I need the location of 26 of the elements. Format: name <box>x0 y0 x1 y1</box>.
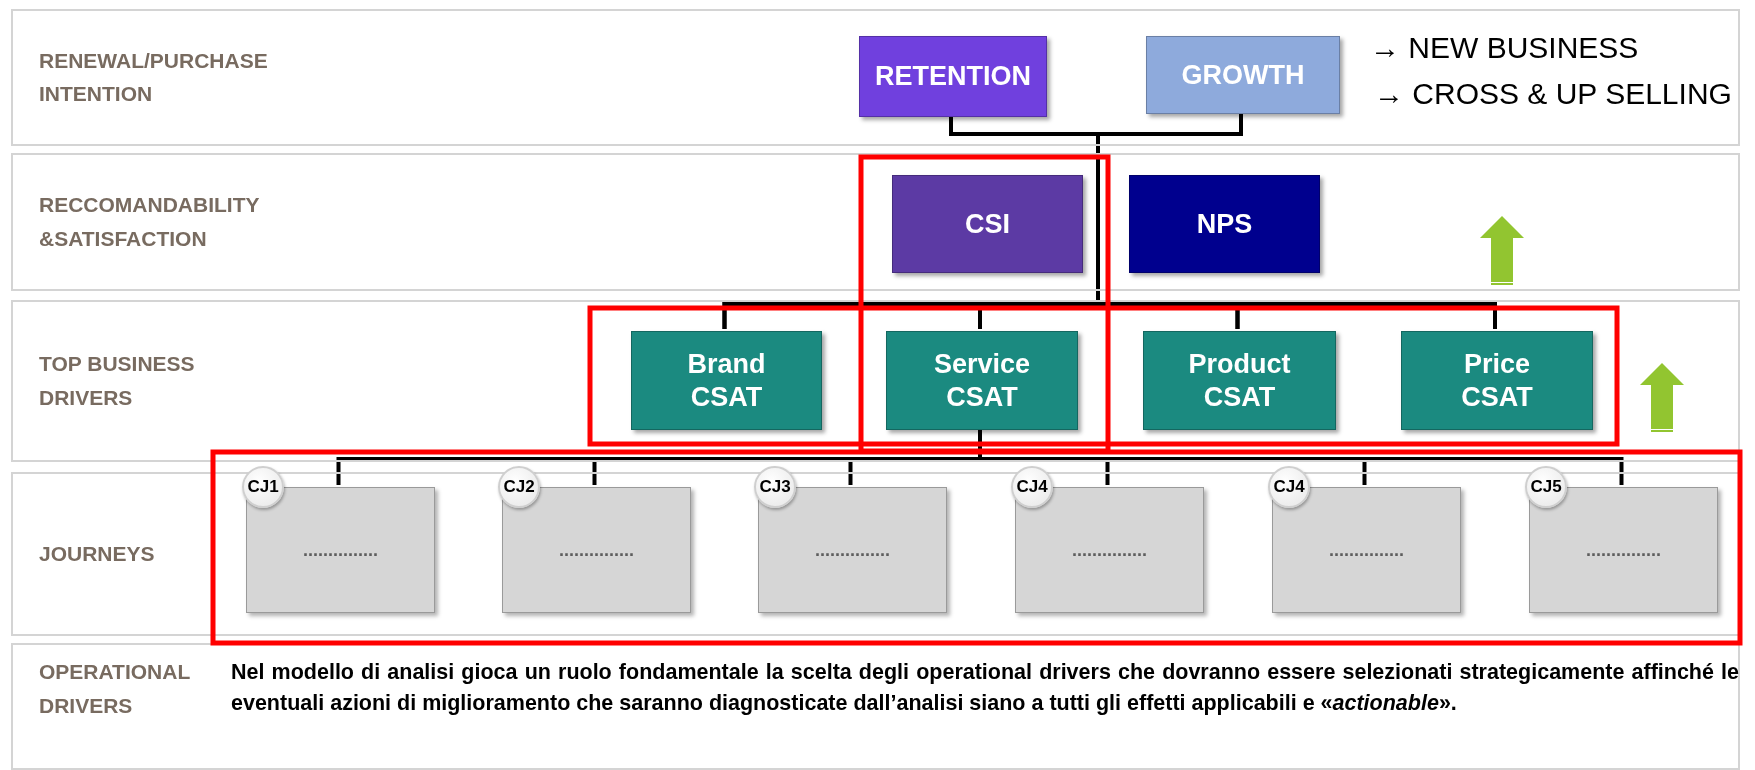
row-band <box>11 9 1740 146</box>
metric-box: CSI <box>892 175 1083 273</box>
description-text: Nel modello di analisi gioca un ruolo fondamentale la scelta degli operational drivers che dovranno essere selezionati strategicamente affinché le eventuali azioni di miglioramento che saranno diagnosticate dall’analisi siano a tutti gli effetti applicabili e «actionable». <box>231 659 1739 718</box>
journey-badge: CJ4 <box>1011 466 1053 508</box>
row-label: RENEWAL/PURCHASE INTENTION <box>39 47 269 108</box>
metric-box: GROWTH <box>1146 36 1340 114</box>
journey-badge: CJ2 <box>498 466 540 508</box>
row-band <box>11 153 1740 291</box>
metric-box: RETENTION <box>859 36 1047 117</box>
metric-box: Service CSAT <box>886 331 1078 430</box>
metric-box: NPS <box>1129 175 1320 273</box>
metric-box: Price CSAT <box>1401 331 1593 430</box>
row-band <box>11 643 1740 770</box>
row-label: TOP BUSINESS DRIVERS <box>39 351 196 411</box>
row-label: JOURNEYS <box>39 541 156 568</box>
bullet-text: → NEW BUSINESS <box>1370 31 1639 65</box>
row-label: RECCOMANDABILITY &SATISFACTION <box>39 192 261 252</box>
row-band <box>11 300 1740 462</box>
journey-badge: CJ4 <box>1268 466 1310 508</box>
bullet-text: → CROSS & UP SELLING <box>1374 77 1732 111</box>
journey-badge: CJ5 <box>1525 466 1567 508</box>
metric-box: Brand CSAT <box>631 331 822 430</box>
row-label: OPERATIONAL DRIVERS <box>39 659 191 719</box>
journey-badge: CJ3 <box>754 466 796 508</box>
journey-badge: CJ1 <box>242 466 284 508</box>
metric-box: Product CSAT <box>1143 331 1336 430</box>
